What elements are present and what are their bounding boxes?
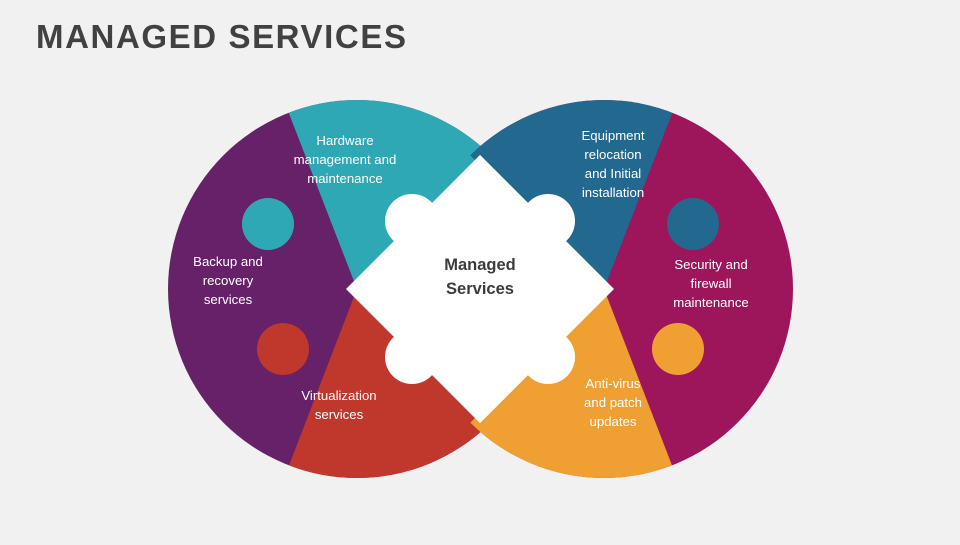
svg-text:maintenance: maintenance bbox=[307, 171, 383, 186]
svg-text:Equipment: Equipment bbox=[581, 128, 644, 143]
svg-text:maintenance: maintenance bbox=[673, 295, 749, 310]
knob-bottom-right bbox=[521, 330, 575, 384]
svg-text:firewall: firewall bbox=[690, 276, 731, 291]
svg-text:Hardware: Hardware bbox=[316, 133, 373, 148]
svg-text:and patch: and patch bbox=[584, 395, 642, 410]
center-diamond-label: Managed Services bbox=[444, 256, 516, 298]
segment-label-antivirus-patch: Anti-virus and patch updates bbox=[584, 376, 642, 429]
svg-text:services: services bbox=[315, 407, 364, 422]
svg-text:Services: Services bbox=[446, 280, 514, 298]
svg-text:updates: updates bbox=[590, 414, 637, 429]
segment-antivirus-patch[interactable] bbox=[461, 289, 747, 540]
svg-text:Backup and: Backup and bbox=[193, 254, 263, 269]
segment-label-virtualization: Virtualization services bbox=[301, 388, 376, 422]
segment-label-equipment-relocation: Equipment relocation and Initial install… bbox=[581, 128, 644, 200]
right-circle-group bbox=[461, 0, 793, 540]
segment-label-backup-recovery: Backup and recovery services bbox=[193, 254, 263, 307]
svg-text:Anti-virus: Anti-virus bbox=[586, 376, 641, 391]
svg-text:Managed: Managed bbox=[444, 256, 516, 274]
svg-text:Virtualization: Virtualization bbox=[301, 388, 376, 403]
segment-hardware-management[interactable] bbox=[214, 0, 500, 289]
svg-text:and Initial: and Initial bbox=[585, 166, 642, 181]
svg-text:recovery: recovery bbox=[203, 273, 254, 288]
segment-label-security-firewall: Security and firewall maintenance bbox=[673, 257, 749, 310]
segment-label-hardware-management: Hardware management and maintenance bbox=[294, 133, 397, 186]
svg-text:relocation: relocation bbox=[584, 147, 641, 162]
svg-text:management and: management and bbox=[294, 152, 397, 167]
center-diamond[interactable] bbox=[346, 155, 614, 423]
svg-text:Security and: Security and bbox=[674, 257, 747, 272]
segment-equipment-relocation[interactable] bbox=[461, 0, 747, 289]
knob-bottom-left bbox=[385, 330, 439, 384]
svg-text:installation: installation bbox=[582, 185, 644, 200]
svg-text:services: services bbox=[204, 292, 253, 307]
knob-top-left bbox=[385, 194, 439, 248]
page-title: MANAGED SERVICES bbox=[36, 18, 408, 55]
left-circle-group bbox=[168, 0, 500, 540]
segment-virtualization[interactable] bbox=[214, 289, 500, 540]
knob-top-right bbox=[521, 194, 575, 248]
